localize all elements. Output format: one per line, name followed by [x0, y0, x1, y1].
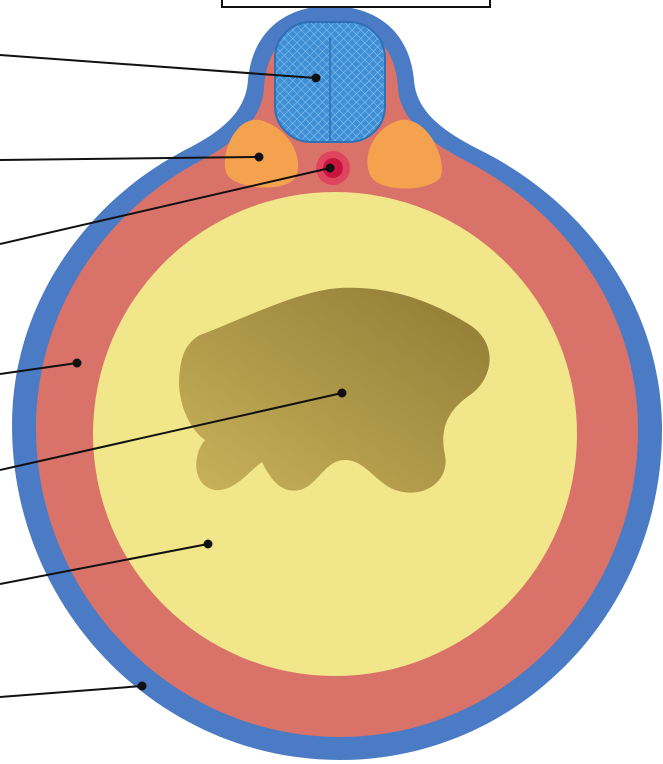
leader-dot-top-structure [313, 75, 320, 82]
leader-dot-central-body [339, 390, 346, 397]
leader-dot-red-dot [327, 165, 334, 172]
leader-dot-inner-region [205, 541, 212, 548]
title-box [221, 0, 491, 8]
leader-dot-outer-layer [139, 683, 146, 690]
leader-dot-small-body [256, 154, 263, 161]
leader-dot-middle-layer [74, 360, 81, 367]
leader-line-outer-layer [0, 686, 142, 697]
